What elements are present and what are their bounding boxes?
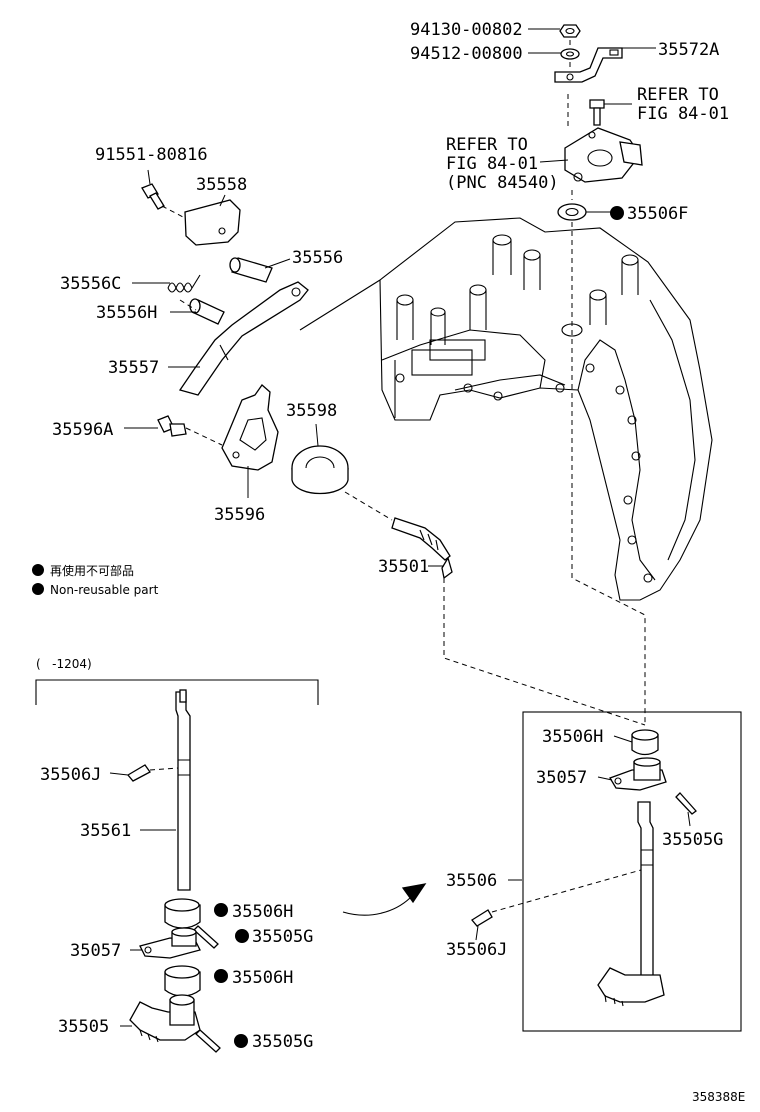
label-35506-right: 35506	[446, 871, 497, 891]
label-35057-right: 35057	[536, 768, 587, 788]
assembly-dashed-lines	[149, 40, 646, 913]
pin-35506J-left	[127, 764, 151, 782]
new-type-box	[522, 711, 742, 1032]
label-35506J-left: 35506J	[40, 765, 101, 785]
label-35505G-left1: 35505G	[252, 927, 313, 947]
bolt-91551	[141, 183, 165, 210]
label-refer-2b: FIG 84-01	[446, 154, 538, 174]
legend-bullet-icon	[32, 583, 44, 595]
label-35505G-right: 35505G	[662, 830, 723, 850]
spring-plate-35558	[184, 199, 241, 246]
pin-35556	[229, 257, 273, 283]
label-35596: 35596	[214, 505, 265, 525]
arrow-icon	[342, 897, 411, 916]
pin-35505G-right	[675, 792, 697, 815]
figure-code: 358388E	[692, 1090, 745, 1104]
part-labels: 94130-00802 94512-00800 35572A REFER TO …	[36, 20, 745, 1104]
label-35556C: 35556C	[60, 274, 121, 294]
label-94130-00802: 94130-00802	[410, 20, 523, 40]
washer-94512	[560, 48, 580, 60]
legend-en: Non-reusable part	[50, 583, 159, 597]
pin-35506J-right	[471, 909, 493, 927]
leader-lines	[109, 28, 691, 1027]
label-35596A: 35596A	[52, 420, 113, 440]
label-35572A: 35572A	[658, 40, 719, 60]
label-35558: 35558	[196, 175, 247, 195]
non-reusable-markers	[32, 206, 624, 1048]
shaft-35506-right	[597, 801, 665, 1007]
label-35557: 35557	[108, 358, 159, 378]
bolt-sensor	[589, 99, 605, 126]
pin-35556H	[189, 298, 225, 325]
label-94512-00800: 94512-00800	[410, 44, 523, 64]
label-35556: 35556	[292, 248, 343, 268]
control-lever-35572A	[554, 47, 623, 83]
pin-35505G-left1	[193, 925, 219, 949]
label-refer-2c: (PNC 84540)	[446, 173, 559, 193]
label-35506H-left1: 35506H	[232, 902, 293, 922]
label-35506H-right: 35506H	[542, 727, 603, 747]
lever-35057-left	[139, 927, 201, 959]
label-35505G-left2: 35505G	[252, 1032, 313, 1052]
label-35506J-right: 35506J	[446, 940, 507, 960]
bush-35506H-left2	[164, 965, 201, 997]
label-35561: 35561	[80, 821, 131, 841]
detent-lever-35557	[178, 281, 309, 396]
pin-35505G-left2	[195, 1029, 221, 1053]
spring-35556C	[167, 274, 201, 293]
collar-35598	[291, 445, 349, 495]
shaft-35561	[175, 689, 191, 891]
transmission-housing	[299, 217, 713, 601]
detent-spring-35596	[221, 384, 279, 471]
label-refer-1a: REFER TO	[637, 85, 719, 105]
label-35057-left: 35057	[70, 941, 121, 961]
lever-35057-right	[609, 757, 667, 791]
shaft-35501	[391, 517, 453, 580]
oil-seal-35506F	[557, 203, 587, 221]
label-35501: 35501	[378, 557, 429, 577]
label-range: ( -1204)	[36, 657, 92, 671]
bush-35506H-right	[631, 729, 659, 756]
label-35506H-left2: 35506H	[232, 968, 293, 988]
nut-94130	[559, 24, 581, 38]
label-35505-left: 35505	[58, 1017, 109, 1037]
label-35506F: 35506F	[627, 204, 688, 224]
label-91551-80816: 91551-80816	[95, 145, 208, 165]
legend-ja: 再使用不可部品	[50, 563, 134, 578]
legend-bullet-icon	[32, 564, 44, 576]
lever-35505-left	[129, 994, 201, 1043]
bush-35506H-left1	[164, 898, 201, 929]
neutral-start-switch	[564, 127, 643, 183]
label-35598: 35598	[286, 401, 337, 421]
label-refer-1b: FIG 84-01	[637, 104, 729, 124]
label-refer-2a: REFER TO	[446, 135, 528, 155]
range-bracket	[35, 679, 319, 705]
label-35556H: 35556H	[96, 303, 157, 323]
bolt-35596A	[157, 415, 187, 437]
